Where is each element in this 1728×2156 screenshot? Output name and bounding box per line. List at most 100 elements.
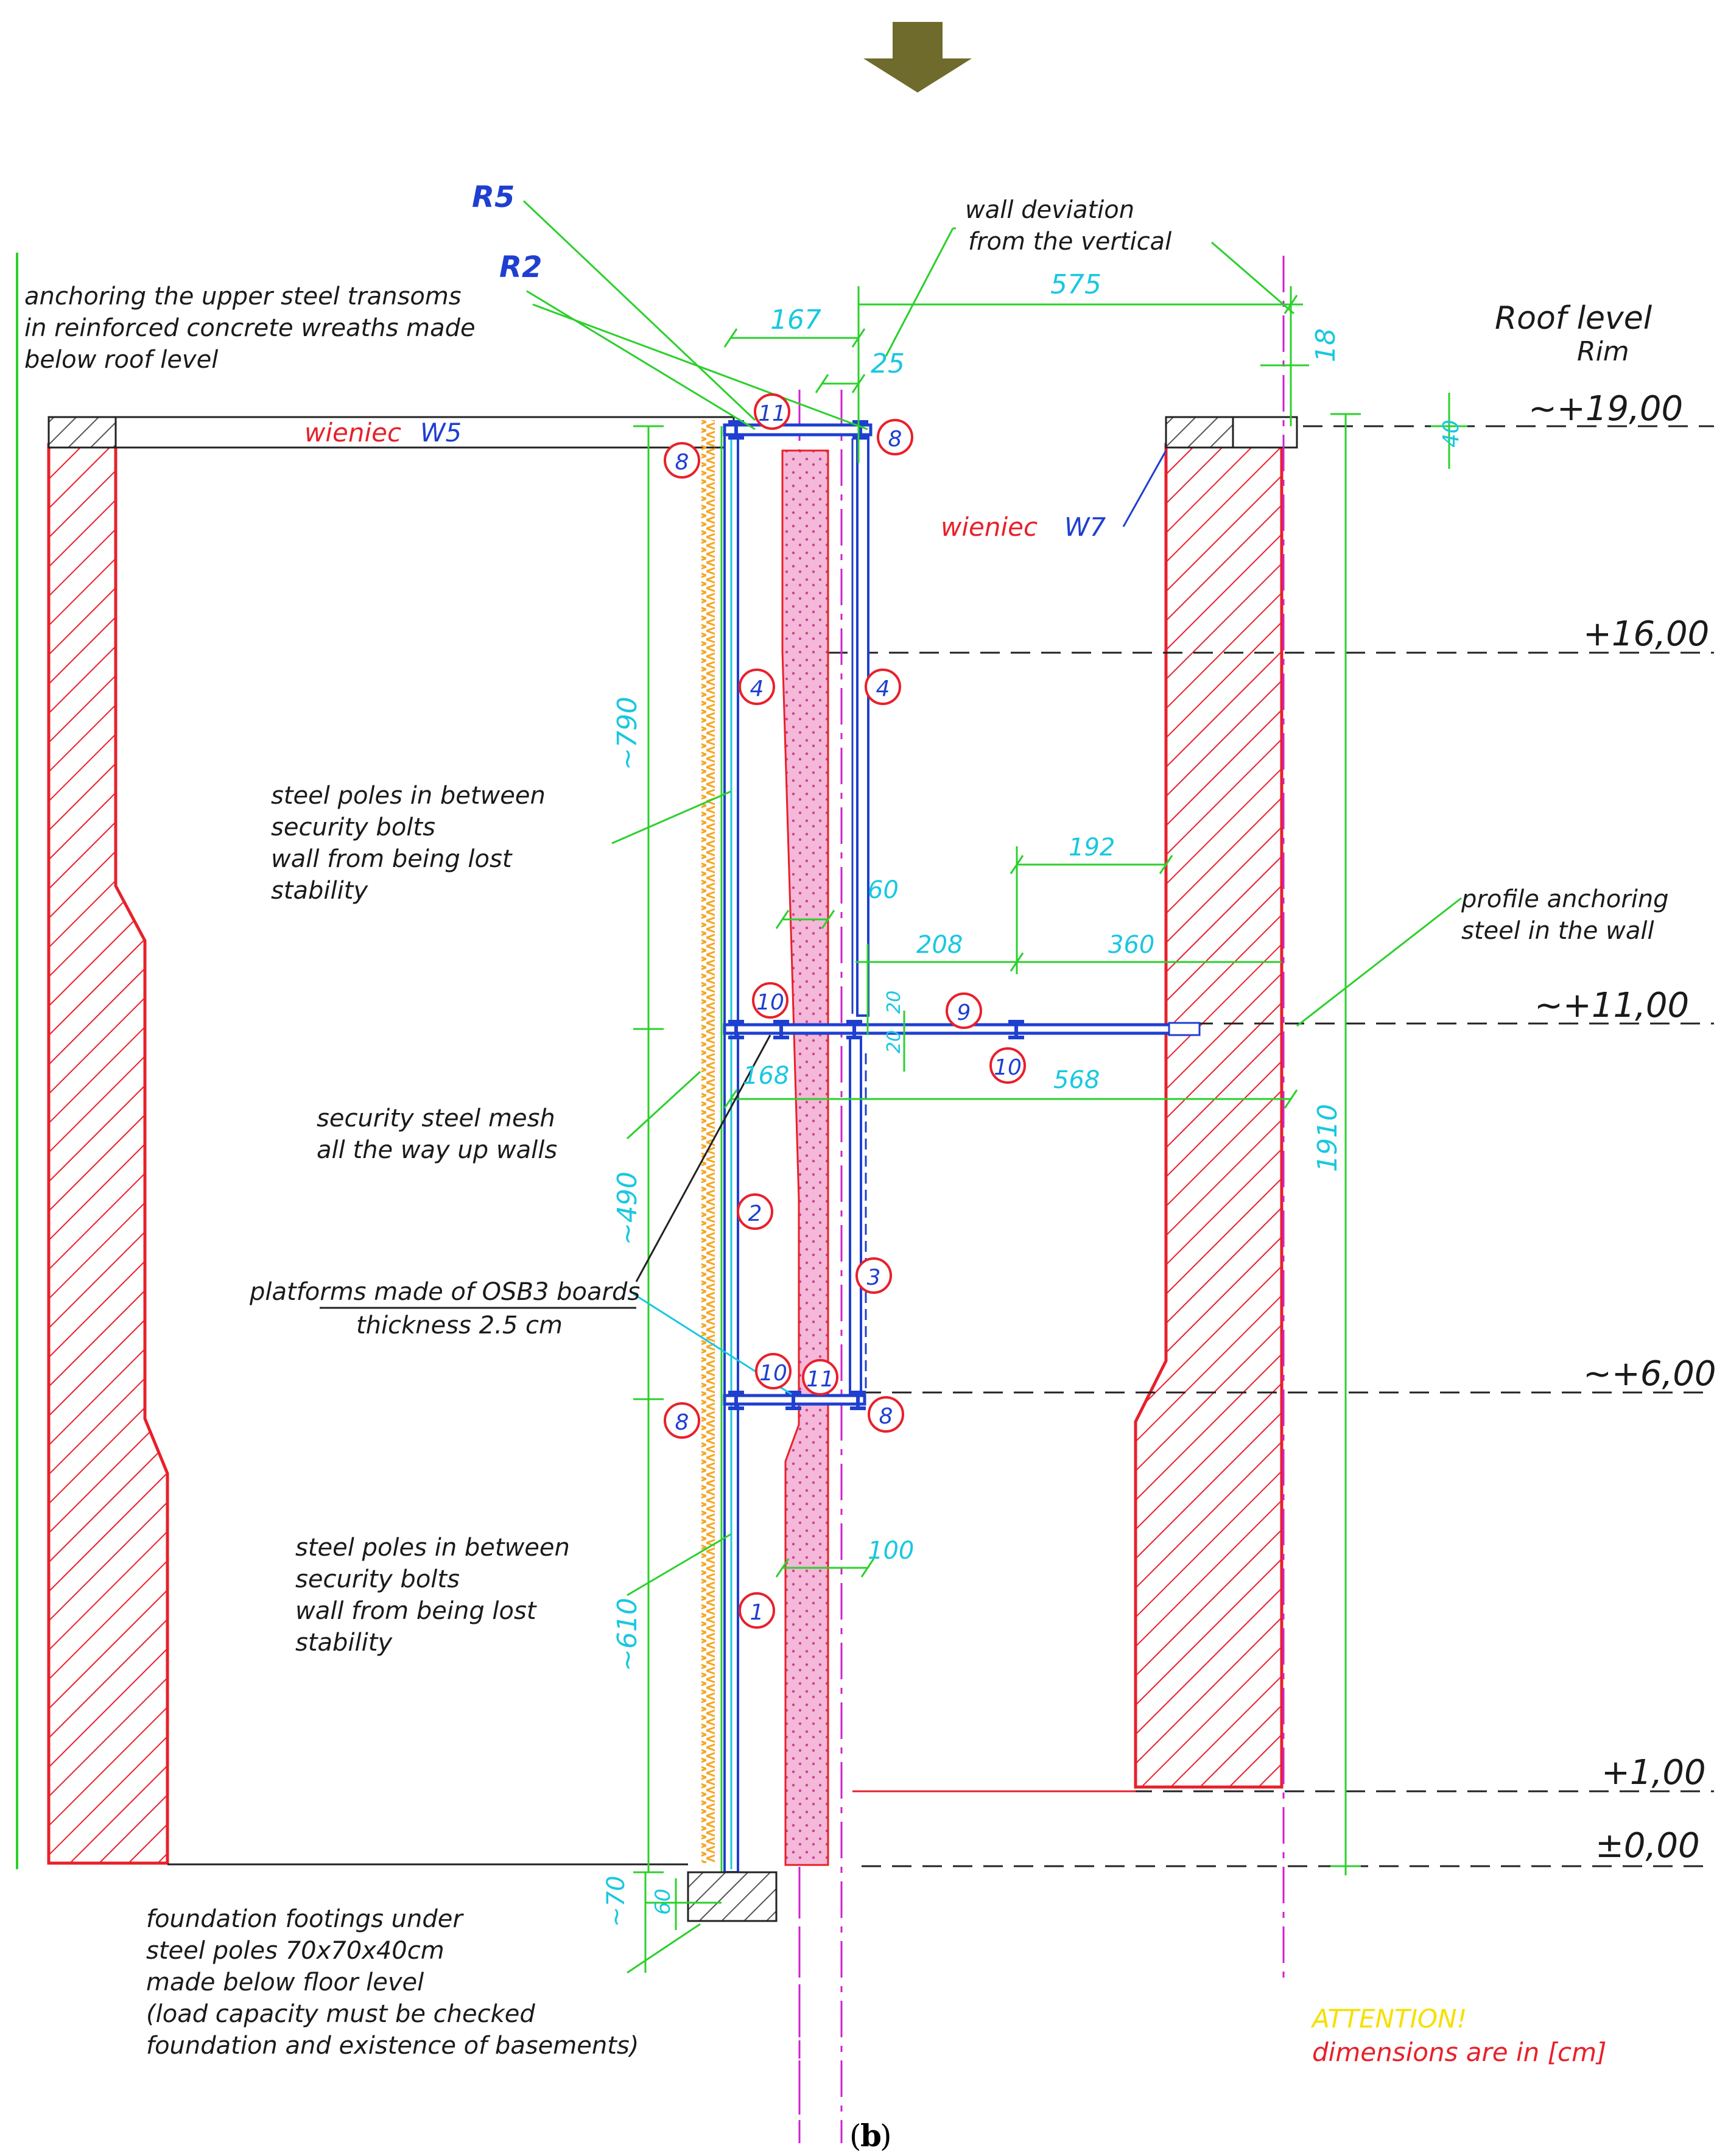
svg-text:9: 9 xyxy=(957,1000,971,1025)
svg-text:11: 11 xyxy=(806,1367,834,1392)
platforms-line-2: thickness 2.5 cm xyxy=(356,1312,563,1340)
anchoring-line-3: below roof level xyxy=(24,346,218,374)
left-masonry-wall xyxy=(47,443,169,1865)
svg-text:11: 11 xyxy=(758,401,786,426)
leader-lines xyxy=(522,200,1462,1974)
dim-208: 208 xyxy=(916,931,963,959)
marker-8-lower-right: 8 xyxy=(868,1396,904,1433)
poles-upper-line-2: security bolts xyxy=(271,813,435,841)
svg-text:2: 2 xyxy=(748,1201,762,1226)
poles-lower-line-4: stability xyxy=(295,1629,393,1657)
footings-line-4: (load capacity must be checked xyxy=(146,2000,535,2028)
poles-upper-line-1: steel poles in between xyxy=(271,782,546,810)
dim-20-lower: 20 xyxy=(883,1030,905,1053)
marker-8-top-right: 8 xyxy=(877,419,913,455)
marker-4-right: 4 xyxy=(865,669,901,705)
wieniec-w7-word: wieniec xyxy=(941,512,1038,542)
svg-text:3: 3 xyxy=(867,1265,881,1290)
svg-text:8: 8 xyxy=(675,450,689,475)
svg-text:1: 1 xyxy=(750,1600,764,1625)
label-r5: R5 xyxy=(472,180,515,214)
mesh-line-1: security steel mesh xyxy=(317,1104,555,1132)
dim-192: 192 xyxy=(1069,834,1115,862)
dim-60: 60 xyxy=(868,876,899,904)
dim-167: 167 xyxy=(770,304,821,335)
svg-text:10: 10 xyxy=(994,1055,1022,1080)
bolt-symbols xyxy=(728,420,1024,1410)
foundation-footing xyxy=(687,1871,778,1922)
top-steel-transom xyxy=(723,423,873,437)
profile-line-2: steel in the wall xyxy=(1461,917,1654,945)
svg-text:8: 8 xyxy=(675,1410,689,1435)
marker-8-top-left: 8 xyxy=(664,442,700,479)
wieniec-w5-word: wieniec xyxy=(304,418,401,448)
security-mesh xyxy=(701,420,715,1863)
svg-text:8: 8 xyxy=(879,1404,893,1429)
dimension-lines xyxy=(633,286,1467,1973)
label-r2: R2 xyxy=(499,250,542,284)
level-0: ±0,00 xyxy=(1595,1826,1700,1866)
down-arrow-icon xyxy=(863,22,972,93)
level-lines xyxy=(828,425,1714,1867)
svg-text:10: 10 xyxy=(759,1361,787,1386)
poles-upper-line-3: wall from being lost xyxy=(271,845,513,873)
dim-1910: 1910 xyxy=(1312,1104,1343,1172)
mesh-line-2: all the way up walls xyxy=(317,1136,557,1164)
platforms-line-1: platforms made of OSB3 boards xyxy=(249,1278,640,1306)
rim-label: Rim xyxy=(1577,336,1629,367)
level-1: +1,00 xyxy=(1601,1753,1706,1793)
footings-line-5: foundation and existence of basements) xyxy=(146,2032,639,2060)
wall-deviation-line-2: from the vertical xyxy=(968,228,1171,256)
footings-line-3: made below floor level xyxy=(146,1968,424,1996)
footings-line-2: steel poles 70x70x40cm xyxy=(146,1937,444,1965)
attention-label: ATTENTION! xyxy=(1310,2004,1467,2034)
steel-pole-right-middle xyxy=(849,1037,867,1396)
steel-pole-right-upper xyxy=(856,430,869,1017)
poles-lower-line-3: wall from being lost xyxy=(295,1597,537,1625)
steel-pole-left xyxy=(720,425,739,1873)
svg-text:10: 10 xyxy=(756,990,784,1015)
anchoring-line-1: anchoring the upper steel transoms xyxy=(24,283,462,311)
dimension-ticks xyxy=(723,295,1298,1578)
dim-60-footing: 60 xyxy=(651,1889,675,1915)
marker-11-top: 11 xyxy=(754,393,790,430)
anchoring-line-2: in reinforced concrete wreaths made xyxy=(24,314,476,342)
dim-360: 360 xyxy=(1108,931,1154,959)
w7-leader xyxy=(1122,450,1167,527)
marker-2: 2 xyxy=(737,1193,773,1230)
dim-20-upper: 20 xyxy=(883,991,905,1014)
marker-10-beam: 10 xyxy=(989,1047,1026,1084)
svg-text:4: 4 xyxy=(876,676,890,701)
beam-anchor-profile xyxy=(1168,1022,1201,1036)
dim-568: 568 xyxy=(1053,1066,1100,1094)
level-19: ~+19,00 xyxy=(1528,389,1683,429)
figure-caption-open: ( xyxy=(849,2118,862,2154)
marker-11-lower: 11 xyxy=(802,1359,838,1396)
marker-10-upper: 10 xyxy=(752,982,788,1019)
dim-40: 40 xyxy=(1439,420,1464,448)
wieniec-w7-id: W7 xyxy=(1064,512,1106,542)
roof-level-label: Roof level xyxy=(1495,300,1652,337)
marker-1: 1 xyxy=(739,1592,775,1629)
dim-168: 168 xyxy=(743,1062,789,1090)
marker-4-left: 4 xyxy=(739,669,775,705)
level-6: ~+6,00 xyxy=(1583,1354,1716,1394)
dim-490: ~490 xyxy=(612,1171,643,1245)
profile-line-1: profile anchoring xyxy=(1461,885,1669,913)
dim-25: 25 xyxy=(871,348,905,379)
poles-lower-line-2: security bolts xyxy=(295,1565,460,1593)
svg-text:8: 8 xyxy=(888,427,902,452)
dim-790: ~790 xyxy=(612,697,643,770)
right-masonry-wall xyxy=(1134,443,1284,1789)
dim-100: 100 xyxy=(868,1537,914,1565)
platform-leader-upper xyxy=(635,1034,771,1282)
poles-upper-line-4: stability xyxy=(271,877,368,905)
marker-9: 9 xyxy=(946,992,982,1029)
dim-575: 575 xyxy=(1050,269,1101,300)
footings-line-1: foundation footings under xyxy=(146,1905,464,1933)
dimensions-note: dimensions are in [cm] xyxy=(1312,2037,1606,2067)
dim-18: 18 xyxy=(1310,328,1341,362)
marker-8-lower-left: 8 xyxy=(664,1402,700,1439)
